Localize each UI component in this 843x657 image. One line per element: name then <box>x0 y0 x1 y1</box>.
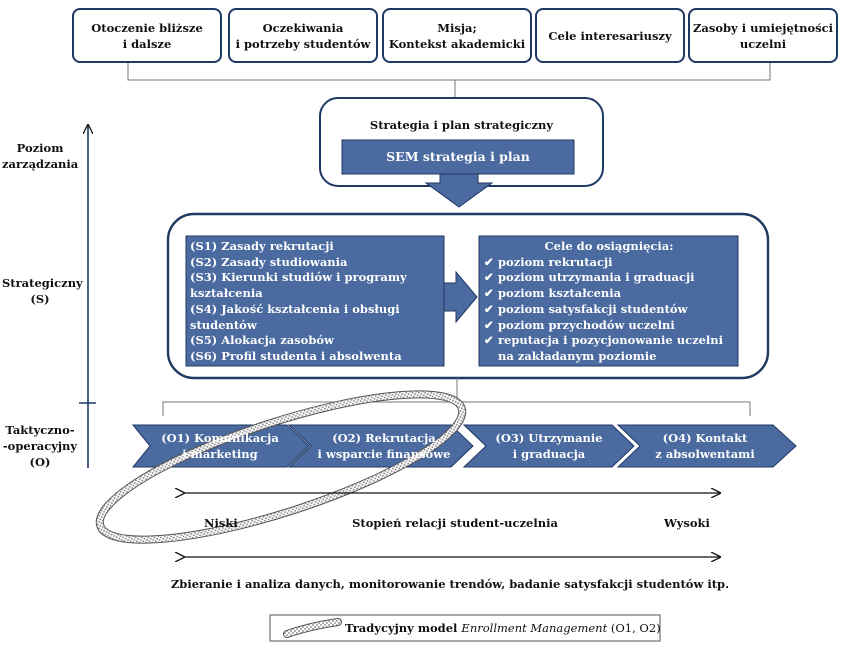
chevron-o2 <box>287 424 474 468</box>
goals-title: Cele do osiągnięcia: <box>544 239 674 253</box>
sem-label: SEM strategia i plan <box>386 149 530 164</box>
stakeholders-bracket <box>127 63 771 81</box>
level-label-tactical: Taktyczno- -operacyjny (O) <box>2 423 78 469</box>
operation-label-o3: (O3) Utrzymanie i graduacja <box>495 431 603 461</box>
check-icon: ✔ <box>484 270 494 285</box>
stakeholder-box-environment: Otoczenie bliższe i dalsze <box>72 8 222 63</box>
stakeholder-label: Oczekiwania i potrzeby studentów <box>235 20 371 51</box>
legend-prefix: Tradycyjny model <box>345 621 462 635</box>
stakeholder-box-mission: Misja; Kontekst akademicki <box>382 8 532 63</box>
goal-item: ✔ poziom satysfakcji studentów <box>484 302 734 318</box>
goal-text: poziom satysfakcji studentów <box>498 301 688 316</box>
legend-italic: Enrollment Management <box>461 621 608 635</box>
stakeholder-box-student-needs: Oczekiwania i potrzeby studentów <box>228 8 378 63</box>
goal-item: ✔ poziom przychodów uczelni <box>484 318 734 334</box>
goal-text: poziom kształcenia <box>498 286 622 301</box>
strategy-title: Strategia i plan strategiczny <box>369 118 554 132</box>
chevron-o3 <box>462 424 635 468</box>
principle-item: (S2) Zasady studiowania <box>190 254 348 269</box>
goal-item: ✔ poziom rekrutacji <box>484 255 734 271</box>
principles-box <box>185 235 445 367</box>
stakeholder-label: Otoczenie bliższe i dalsze <box>91 20 203 51</box>
check-icon: ✔ <box>484 254 494 269</box>
goal-item: ✔ poziom utrzymania i graduacji <box>484 270 734 286</box>
goal-text: poziom utrzymania i graduacji <box>498 270 695 285</box>
operation-label-o4: (O4) Kontakt z absolwentami <box>655 431 755 461</box>
data-analysis-label: Zbieranie i analiza danych, monitorowani… <box>170 577 730 591</box>
principle-item: (S6) Profil studenta i absolwenta <box>190 348 402 363</box>
stakeholder-label: Misja; Kontekst akademicki <box>388 20 526 51</box>
operation-label-o2: (O2) Rekrutacja i wsparcie finansowe <box>317 431 451 461</box>
operation-label-o1: (O1) Komunikacja i marketing <box>161 431 279 461</box>
goal-text: poziom rekrutacji <box>498 254 613 269</box>
goal-text: reputacja i pozycjonowanie uczelni na za… <box>498 333 724 363</box>
sem-down-arrow <box>424 173 494 208</box>
goal-item: ✔ reputacja i pozycjonowanie uczelni na z… <box>484 333 734 364</box>
check-icon: ✔ <box>484 333 494 348</box>
principles-list: (S1) Zasady rekrutacji (S2) Zasady studi… <box>190 239 440 365</box>
scale-low-label: Niski <box>204 516 238 530</box>
level-label-management: Poziom zarządzania <box>2 141 79 171</box>
goals-box <box>478 235 739 367</box>
legend-label: Tradycyjny model Enrollment Management (… <box>345 621 661 635</box>
goal-item: ✔ poziom kształcenia <box>484 286 734 302</box>
stakeholder-label: Cele interesariuszy <box>548 28 672 43</box>
level-label-strategic: Strategiczny (S) <box>2 276 83 306</box>
principle-item: (S5) Alokacja zasobów <box>190 333 334 348</box>
stakeholder-label: Zasoby i umiejętności uczelni <box>693 20 833 51</box>
scale-center-label: Stopień relacji student-uczelnia <box>352 516 558 530</box>
principle-item: (S1) Zasady rekrutacji <box>190 239 334 253</box>
stakeholder-box-goals: Cele interesariuszy <box>535 8 685 63</box>
legend-suffix: (O1, O2) <box>607 621 661 635</box>
scale-high-label: Wysoki <box>664 516 710 530</box>
principles-to-goals-arrow <box>443 270 478 324</box>
check-icon: ✔ <box>484 286 494 301</box>
principle-item: (S3) Kierunki studiów i programy kształc… <box>190 270 407 301</box>
chevron-o4 <box>616 424 797 468</box>
check-icon: ✔ <box>484 317 494 332</box>
check-icon: ✔ <box>484 301 494 316</box>
goal-text: poziom przychodów uczelni <box>498 317 675 332</box>
sem-bar <box>341 139 575 175</box>
principle-item: (S4) Jakość kształcenia i obsługi studen… <box>190 301 400 332</box>
goals-list: Cele do osiągnięcia: ✔poziom rekrutacji … <box>484 239 734 365</box>
stakeholder-box-resources: Zasoby i umiejętności uczelni <box>688 8 838 63</box>
